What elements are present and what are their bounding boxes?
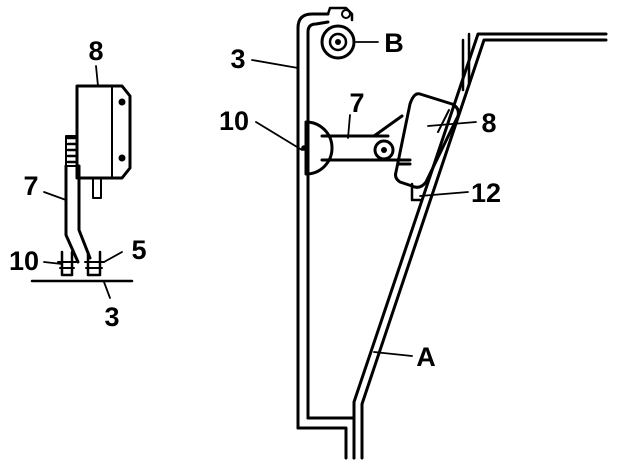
label-left-10: 10	[9, 246, 39, 276]
left-view: 8 7 10 5 3	[9, 36, 147, 332]
leader-left-3	[103, 281, 111, 299]
leader-main-A	[373, 351, 413, 357]
label-main-A: A	[416, 342, 436, 372]
leader-left-7	[43, 191, 67, 201]
label-main-10: 10	[219, 106, 249, 136]
left-switch-body	[65, 84, 132, 199]
left-switch-rivet-bottom	[118, 154, 126, 162]
leader-main-12	[419, 191, 469, 197]
leader-main-8	[427, 121, 477, 127]
label-main-7: 7	[349, 88, 364, 118]
leader-left-5	[103, 251, 123, 263]
label-main-3: 3	[230, 44, 245, 74]
label-left-7: 7	[23, 171, 38, 201]
label-main-B: B	[384, 28, 404, 58]
roller-B	[320, 6, 356, 60]
leader-main-3	[251, 59, 299, 69]
main-view: 3 B 10 7 8 12 A	[219, 6, 608, 460]
label-left-5: 5	[131, 235, 146, 265]
leader-left-8	[95, 65, 99, 87]
arm-7	[320, 114, 412, 166]
leader-left-10	[43, 261, 63, 265]
frame-rail-3	[296, 12, 356, 460]
left-lever-7	[64, 164, 92, 264]
label-main-12: 12	[471, 178, 501, 208]
pivot-10	[301, 120, 334, 176]
door-edge-A	[352, 32, 608, 460]
leader-main-10	[255, 121, 303, 151]
left-bracket-5	[84, 250, 105, 277]
label-left-3: 3	[104, 302, 119, 332]
catch-12	[410, 182, 422, 202]
label-main-8: 8	[481, 108, 496, 138]
left-switch-rivet-top	[118, 98, 126, 106]
leader-main-7	[347, 114, 351, 139]
label-left-8: 8	[88, 36, 103, 66]
